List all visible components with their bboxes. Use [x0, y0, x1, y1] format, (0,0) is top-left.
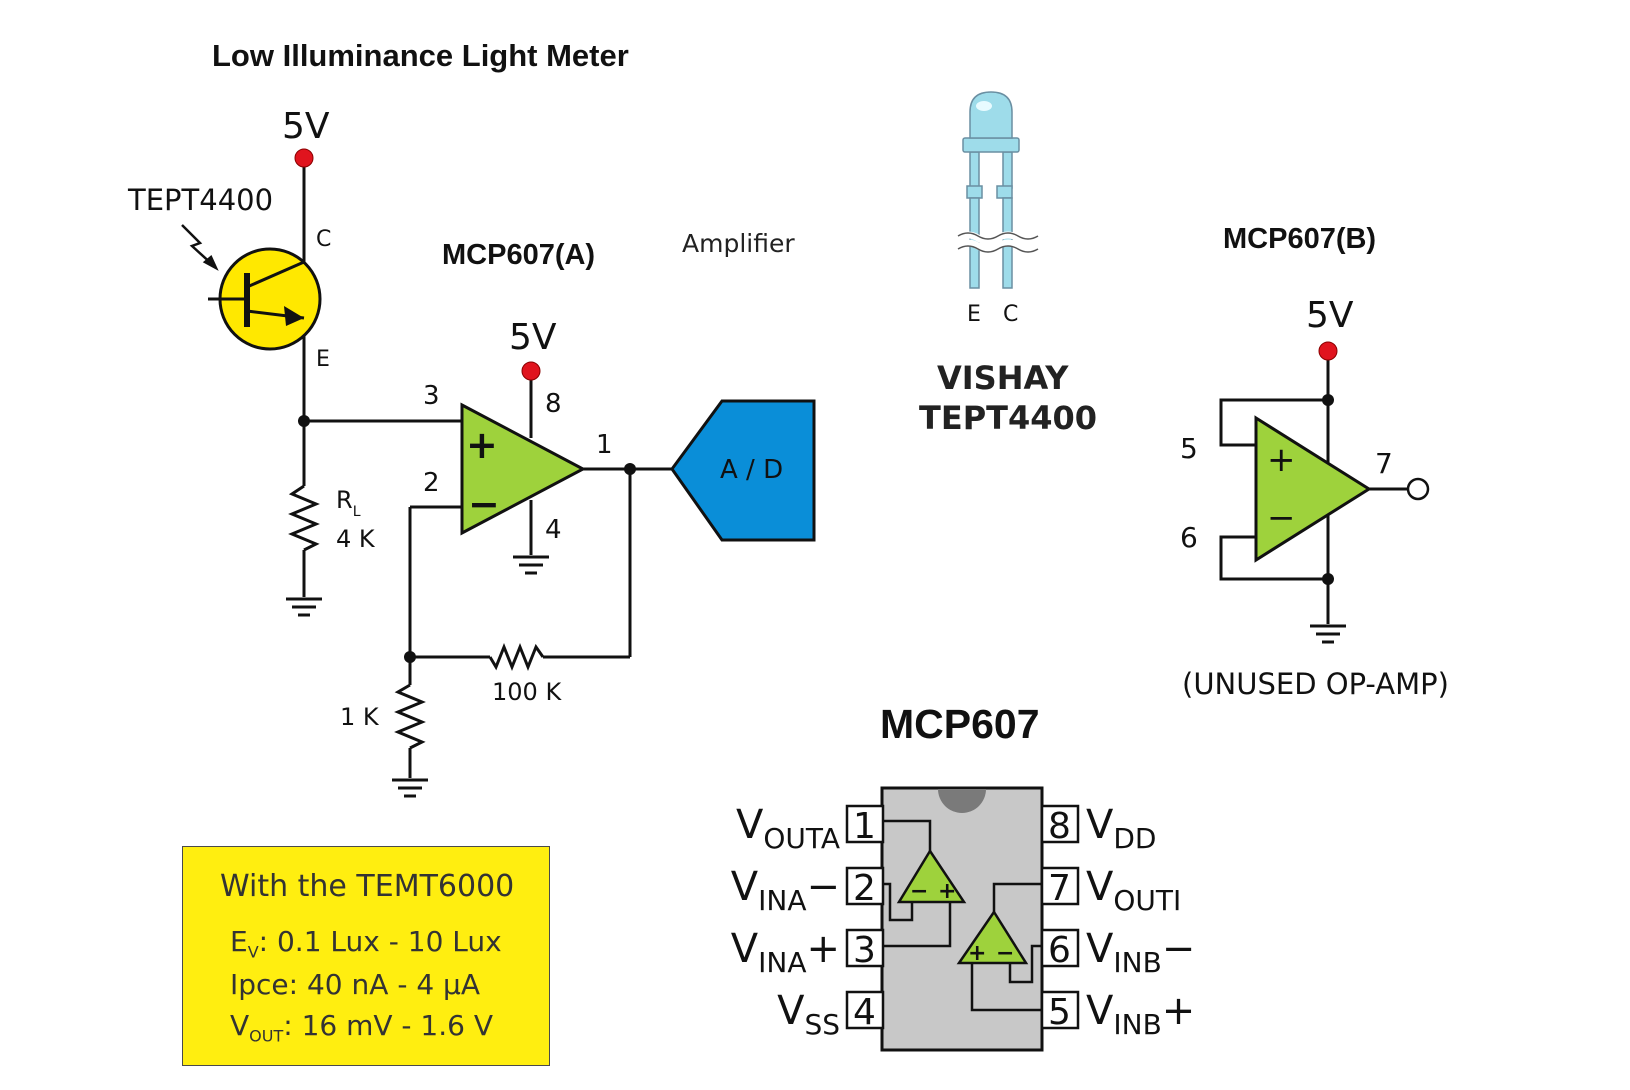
info-ev-line: EV: 0.1 Lux - 10 Lux: [230, 925, 502, 962]
ground-rl-icon: [286, 597, 322, 617]
supply-label-top: 5V: [282, 106, 330, 147]
pin-name-vdd: VDD: [1086, 802, 1157, 855]
pin-num-7: 7: [1048, 868, 1071, 909]
opamp-b-note: (UNUSED OP-AMP): [1182, 667, 1449, 701]
pin-num-4: 4: [853, 992, 876, 1033]
emitter-label: E: [316, 347, 330, 372]
light-arrow-icon: [181, 224, 219, 271]
pin-name-vouta: VOUTA: [736, 802, 840, 855]
pin-name-vinb-minus: VINB−: [1086, 926, 1195, 979]
opamp-a-minus: −: [468, 482, 500, 526]
pin-3-label: 3: [423, 381, 440, 411]
ground-opamp-b-icon: [1310, 624, 1346, 644]
svg-text:−: −: [910, 879, 928, 904]
r-ground-value: 1 K: [340, 703, 380, 731]
sensor-leg-e: E: [967, 302, 981, 327]
opamp-b-supply-node: [1318, 341, 1338, 361]
pin-num-3: 3: [853, 930, 876, 971]
opamp-b-title: MCP607(B): [1223, 223, 1376, 255]
ground-opamp-icon: [513, 555, 549, 575]
svg-text:+: +: [938, 879, 956, 904]
opamp-b-supply-label: 5V: [1306, 295, 1354, 336]
ic-internal-wiring: [882, 819, 1042, 1012]
pin-num-6: 6: [1048, 930, 1071, 971]
sensor-label: TEPT4400: [127, 183, 273, 217]
ic-opamp-a-icon: [896, 848, 967, 904]
supply-label-opamp: 5V: [509, 317, 557, 358]
adc-block: [670, 399, 816, 542]
pin-name-vinb-plus: VINB+: [1086, 988, 1195, 1041]
opamp-a-title: MCP607(A): [442, 239, 595, 271]
opamp-b-minus: −: [1267, 498, 1296, 538]
svg-text:−: −: [996, 941, 1014, 966]
pin-name-vss: VSS: [777, 988, 840, 1041]
main-circuit: [288, 158, 672, 778]
sensor-photo: [956, 91, 1040, 289]
pin-8-label: 8: [545, 389, 562, 419]
rl-label: RL: [336, 486, 361, 520]
ic-package: [880, 786, 1044, 1052]
supply-node-top: [294, 148, 314, 168]
sensor-brand: VISHAY: [937, 359, 1069, 397]
supply-node-opamp: [521, 361, 541, 381]
ic-pin-boxes: [845, 804, 1080, 1030]
ic-opamp-signs: −+ +−: [910, 879, 1014, 966]
sensor-model: TEPT4400: [919, 399, 1097, 437]
opamp-b-plus: +: [1267, 440, 1296, 480]
amplifier-label: Amplifier: [682, 229, 795, 258]
pin-num-5: 5: [1048, 992, 1071, 1033]
ic-opamp-b-icon: [956, 909, 1029, 965]
sensor-leg-c: C: [1003, 302, 1018, 327]
ground-1k-icon: [392, 778, 428, 798]
pin-1-label: 1: [596, 430, 613, 460]
phototransistor-symbol: [208, 247, 322, 351]
opamp-b-symbol: [1254, 415, 1372, 563]
junction-dot: [1322, 394, 1334, 406]
opamp-b-pin-5: 5: [1180, 432, 1198, 465]
info-ipce-line: Ipce: 40 nA - 4 μA: [230, 968, 481, 1001]
rl-value: 4 K: [336, 525, 376, 553]
r-feedback-value: 100 K: [492, 678, 562, 706]
opamp-a-plus: +: [466, 423, 498, 467]
junction-dot: [624, 463, 636, 475]
svg-text:+: +: [968, 941, 986, 966]
junction-dot: [404, 651, 416, 663]
pin-name-vina-plus: VINA+: [731, 926, 840, 979]
adc-label: A / D: [720, 455, 783, 485]
pin-name-vouti: VOUTI: [1086, 864, 1181, 917]
info-heading: With the TEMT6000: [220, 869, 515, 904]
opamp-a-symbol: [460, 402, 587, 536]
collector-label: C: [316, 227, 331, 252]
opamp-b-output-terminal: [1406, 477, 1430, 501]
pin-num-2: 2: [853, 868, 876, 909]
junction-dot: [1322, 573, 1334, 585]
pin-num-1: 1: [853, 806, 876, 847]
junction-dot: [298, 415, 310, 427]
pinout-title: MCP607: [880, 701, 1040, 747]
pin-num-8: 8: [1048, 806, 1071, 847]
diagram-title: Low Illuminance Light Meter: [212, 38, 629, 73]
pin-name-vina-minus: VINA−: [731, 864, 840, 917]
opamp-b-pin-7: 7: [1375, 447, 1393, 480]
info-vout-line: VOUT: 16 mV - 1.6 V: [230, 1009, 494, 1046]
pin-4-label: 4: [545, 515, 562, 545]
temt6000-info-box: With the TEMT6000 EV: 0.1 Lux - 10 Lux I…: [182, 846, 550, 1066]
pin-2-label: 2: [423, 468, 440, 498]
opamp-b-pin-6: 6: [1180, 521, 1198, 554]
